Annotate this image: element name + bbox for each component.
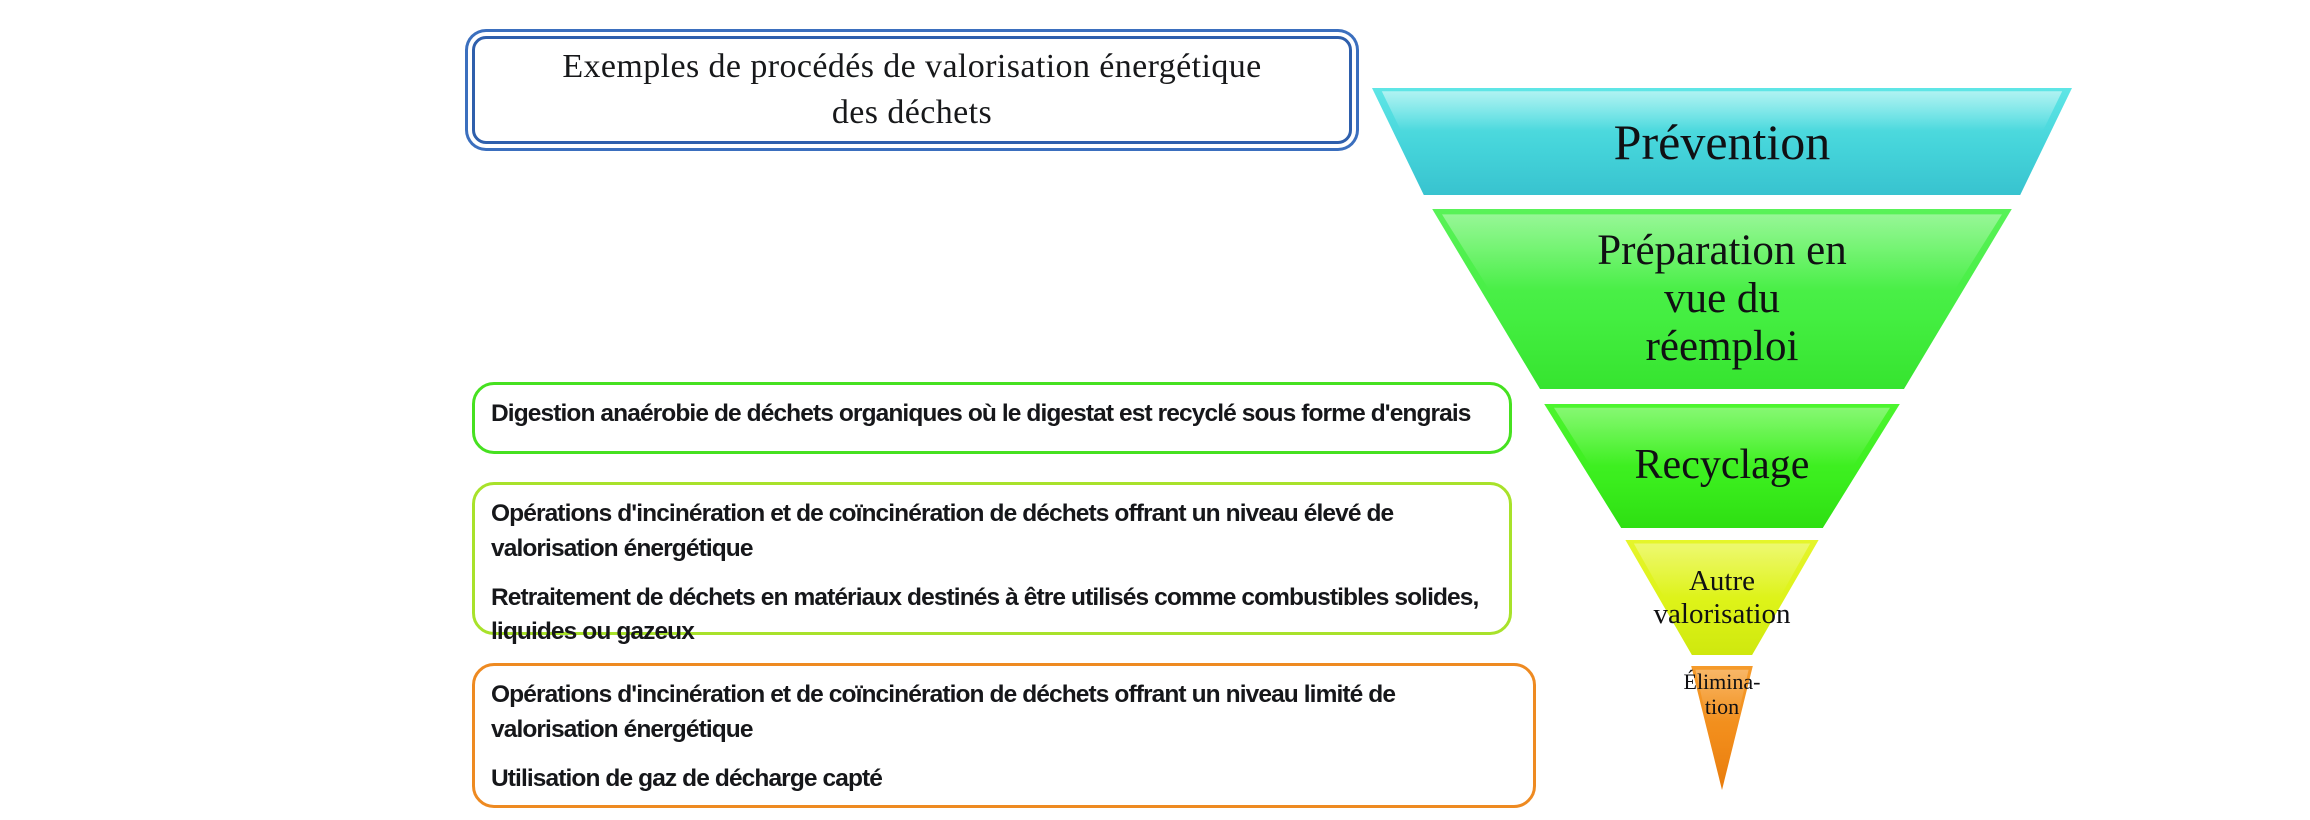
info-line: Digestion anaérobie de déchets organique… <box>491 400 1471 427</box>
pyramid-band-elimination: Élimina- tion <box>1372 666 2072 790</box>
info-line: Opérations d'incinération et de coïnciné… <box>491 681 1396 743</box>
info-line: Retraitement de déchets en matériaux des… <box>491 583 1479 646</box>
pyramid-band-preparation: Préparation en vue du réemploi <box>1372 209 2072 389</box>
pyramid-band-label-prevention: Prévention <box>1613 113 1831 170</box>
info-line: Opérations d'incinération et de coïnciné… <box>491 500 1394 562</box>
anaerobic-digestion-box: Digestion anaérobie de déchets organique… <box>472 382 1512 454</box>
pyramid-band-autre-valorisation: Autre valorisation <box>1372 540 2072 655</box>
title-box: Exemples de procédés de valorisation éne… <box>472 36 1352 144</box>
waste-hierarchy-pyramid: Prévention Préparation en vue du réemplo… <box>1372 88 2072 798</box>
info-line: Utilisation de gaz de décharge capté <box>491 764 883 792</box>
band-highlight-preparation <box>1442 214 2002 382</box>
band-shape-preparation <box>1432 209 2012 389</box>
high-energy-recovery-box: Opérations d'incinération et de coïnciné… <box>472 482 1512 645</box>
pyramid-band-label-autre-valorisation: Autre valorisation <box>1653 565 1791 630</box>
pyramid-band-label-recyclage: Recyclage <box>1634 442 1810 489</box>
limited-energy-recovery-box: Opérations d'incinération et de coïnciné… <box>472 663 1536 808</box>
pyramid-band-label-elimination: Élimina- tion <box>1683 669 1761 719</box>
band-highlight-prevention <box>1381 91 2063 192</box>
page-title: Exemples de procédés de valorisation éne… <box>562 48 1262 131</box>
pyramid-band-prevention: Prévention <box>1372 88 2072 195</box>
pyramid-band-label-preparation: Préparation en vue du réemploi <box>1597 226 1847 371</box>
pyramid-band-recyclage: Recyclage <box>1372 404 2072 528</box>
